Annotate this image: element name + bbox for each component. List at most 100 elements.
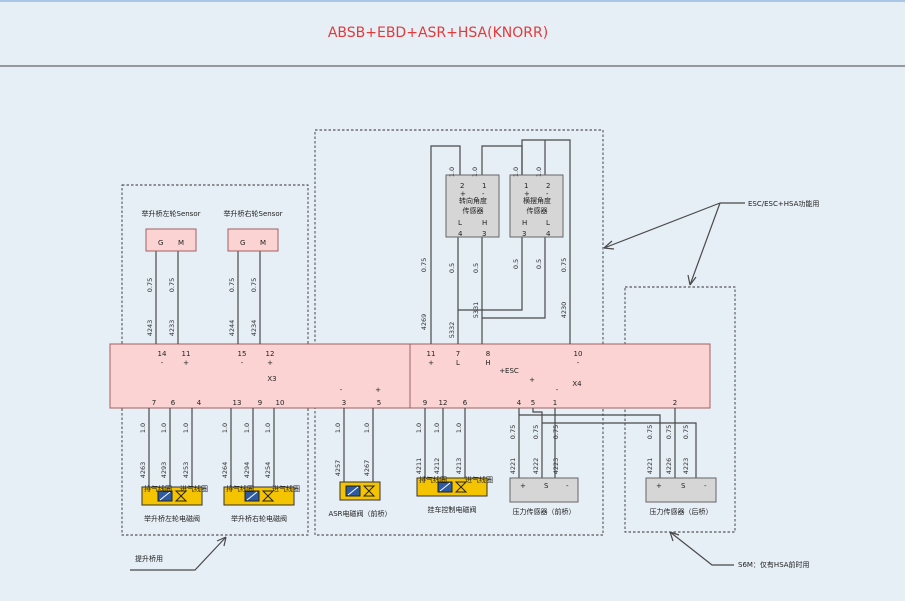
wire-size-label: 0.75 <box>146 278 154 292</box>
angle-pin: 2 <box>546 182 550 190</box>
pressure-pin: + <box>656 482 662 490</box>
valve-symbol-icon <box>362 485 376 497</box>
wire-id-label: 4294 <box>243 462 251 479</box>
connector-bottom-pin: 12 <box>439 399 448 407</box>
angle-letter: H <box>482 219 487 227</box>
can-link-wire <box>458 237 523 311</box>
wire-id-label: 4257 <box>334 460 342 477</box>
lift-sensor-name: 举升桥右轮Sensor <box>224 209 283 218</box>
solenoid-coil-icon <box>159 491 171 501</box>
angle-sensor-box <box>445 174 500 238</box>
wire-size-label: 0.75 <box>250 278 258 292</box>
connector-bottom-pin: 10 <box>276 399 285 407</box>
connector-bottom-pin: 6 <box>171 399 176 407</box>
arrow-head <box>669 531 680 542</box>
connector-top-pin: 10 <box>574 350 583 358</box>
diagram-title: ABSB+EBD+ASR+HSA(KNORR) <box>328 25 548 41</box>
wire-size-label: 0.75 <box>646 425 654 439</box>
connector-bottom-pin: 13 <box>233 399 242 407</box>
wire-size-label: 1.0 <box>415 423 423 433</box>
sensor-pin: G <box>240 239 245 247</box>
power-wire-4230 <box>521 139 571 344</box>
valve-name: ASR电磁阀（前桥） <box>328 509 391 518</box>
arrow-head <box>687 274 697 286</box>
pressure-pin: S <box>681 482 686 490</box>
angle-pin: 4 <box>546 230 551 238</box>
s6m-note: S6M：仅有HSA前时用 <box>738 560 810 569</box>
rear-pressure-group <box>624 286 736 533</box>
valve-name: 挂车控制电磁阀 <box>428 505 477 514</box>
connector-bottom-pin: 7 <box>152 399 156 407</box>
angle-letter: L <box>458 219 462 227</box>
solenoid-coil-icon <box>347 486 359 496</box>
wire-id-label: 4212 <box>433 458 441 475</box>
angle-sensor-name: 传感器 <box>527 206 548 215</box>
wire-id-label: 4226 <box>665 458 673 475</box>
wire-id-label: 4244 <box>228 320 236 337</box>
wire-id-label: 5332 <box>448 322 456 339</box>
wire-size-label: 0.75 <box>532 425 540 439</box>
angle-pin: 1 <box>482 182 486 190</box>
pressure-pin: + <box>520 482 526 490</box>
wire-id-label: 4293 <box>160 462 168 479</box>
wire-id-label: 4213 <box>455 458 463 475</box>
valve-coil-label: 排气线圈 <box>226 484 254 493</box>
arrow-head <box>216 536 227 547</box>
power-wire-4269 <box>430 145 461 344</box>
wire-size-label: 0.75 <box>168 278 176 292</box>
wire-id-label: 4221 <box>646 458 654 475</box>
arrow-head <box>603 240 615 250</box>
sensor-pin: M <box>260 239 266 247</box>
rear-pressure-wire <box>542 422 697 478</box>
valve-coil-label: 进气线圈 <box>465 475 493 484</box>
wire-size-label: 1.0 <box>182 423 190 433</box>
connector-mid-sign: - <box>340 386 343 394</box>
wire-size-label: 1.0 <box>471 167 479 177</box>
connector-bottom-pin: 6 <box>463 399 468 407</box>
wire-size-label: 0.75 <box>552 425 560 439</box>
angle-sign: + <box>524 190 530 198</box>
angle-sensor-name: 转向角度 <box>459 196 487 205</box>
connector-bottom-pin: 2 <box>673 399 677 407</box>
can-link-wire <box>482 237 546 319</box>
leader-line <box>130 536 227 571</box>
valve-symbol-icon <box>174 490 188 502</box>
angle-pin: 3 <box>482 230 486 238</box>
lift-bridge-note: 提升桥用 <box>135 554 163 563</box>
wire-id-label: 4253 <box>182 462 190 479</box>
pressure-pin: - <box>566 482 569 490</box>
pressure-pin: - <box>704 482 707 490</box>
wire-id-label: 4223 <box>682 458 690 475</box>
valve-symbol-icon <box>261 490 275 502</box>
wire-id-label: 4233 <box>168 320 176 337</box>
angle-letter: H <box>522 219 527 227</box>
wire-size-label: 1.0 <box>535 167 543 177</box>
wire-size-label: 0.75 <box>560 258 568 272</box>
connector-x3-label: X3 <box>267 375 276 383</box>
angle-pin: 4 <box>458 230 463 238</box>
wire-size-label: 0.75 <box>228 278 236 292</box>
connector-bottom-pin: 4 <box>197 399 202 407</box>
pressure-sensor-box <box>509 477 579 503</box>
connector-top-sign: - <box>577 359 580 367</box>
esc-group <box>314 129 604 536</box>
valve-name: 举升桥右轮电磁阀 <box>231 514 287 523</box>
connector-bottom-pin: 1 <box>553 399 557 407</box>
wire-size-label: 0.5 <box>512 259 520 269</box>
connector-mid-sign: + <box>529 376 535 384</box>
wires <box>130 139 745 571</box>
connector-top-pin: 11 <box>182 350 191 358</box>
wire-size-label: 1.0 <box>433 423 441 433</box>
pressure-sensor-name: 压力传感器（前桥） <box>513 507 576 516</box>
connector-top-pin: 15 <box>238 350 247 358</box>
esc-group-note: ESC/ESC+HSA功能用 <box>748 199 819 208</box>
connector-top-pin: 7 <box>456 350 460 358</box>
connector-x4-label: X4 <box>572 380 582 388</box>
angle-sensor-name: 传感器 <box>463 206 484 215</box>
connector-top-sign: + <box>428 359 434 367</box>
wire-id-label: 5331 <box>472 302 480 319</box>
lift-sensor-box <box>145 228 197 252</box>
wire-id-label: 4269 <box>420 314 428 331</box>
connector-top-sign: + <box>267 359 273 367</box>
